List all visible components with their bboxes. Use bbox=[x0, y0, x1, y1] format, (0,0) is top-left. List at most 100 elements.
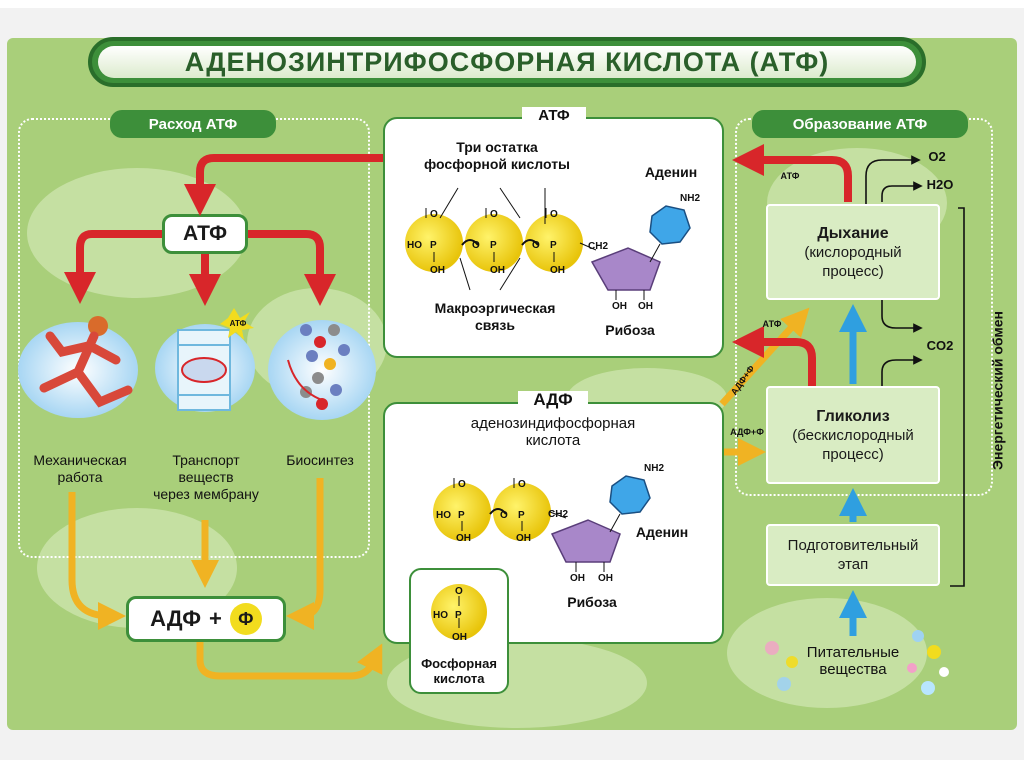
chem-oh: OH bbox=[452, 632, 467, 643]
transport-atp-tag: АТФ bbox=[230, 319, 247, 328]
arrow-atp-label-top: АТФ bbox=[780, 171, 800, 181]
chem-ch2: CH2 bbox=[548, 509, 569, 520]
nutrient-bubbles bbox=[765, 630, 949, 695]
preparatory-stage-box: Подготовительный этап bbox=[766, 524, 940, 586]
yellow-arrow-to-adp-panel bbox=[196, 642, 383, 680]
o2-arrow bbox=[865, 155, 921, 204]
mechanical-work-label: Механическая работа bbox=[20, 452, 140, 486]
red-arrow-mechanical bbox=[64, 230, 162, 304]
phosphoric-acid-molecule bbox=[431, 584, 487, 640]
nutrients-label: Питательные вещества bbox=[790, 644, 916, 678]
chem-p: P bbox=[455, 610, 462, 621]
co2-arrow-1 bbox=[881, 300, 923, 333]
h2o-arrow bbox=[881, 181, 923, 202]
energy-bracket bbox=[950, 207, 965, 587]
transport-label: Транспорт веществ через мембрану bbox=[140, 452, 272, 503]
nutrients-line: Питательные bbox=[806, 644, 900, 661]
chem-oh: OH bbox=[598, 573, 613, 584]
adp-subtitle-line: аденозиндифосфорная bbox=[470, 415, 636, 432]
atp-adenine-ring bbox=[649, 205, 691, 245]
h2o-label: H2O bbox=[926, 177, 954, 192]
co2-arrow-2 bbox=[881, 355, 923, 386]
chem-oh: OH bbox=[550, 265, 565, 276]
page-title: АДЕНОЗИНТРИФОСФОРНАЯ КИСЛОТА (АТФ) bbox=[98, 46, 916, 78]
phosphate-group-3 bbox=[525, 214, 583, 272]
chem-o: O bbox=[518, 479, 526, 490]
prep-line: Подготовительный bbox=[787, 537, 919, 554]
transport-line: веществ bbox=[178, 469, 234, 485]
chem-ch2: CH2 bbox=[588, 241, 609, 252]
chem-o: O bbox=[458, 479, 466, 490]
phosphate-circle: Ф bbox=[229, 603, 262, 635]
energy-exchange-label: Энергетический обмен bbox=[989, 311, 1006, 470]
chem-nh2: NH2 bbox=[680, 193, 701, 204]
co2-label: CO2 bbox=[926, 338, 954, 353]
title-banner: АДЕНОЗИНТРИФОСФОРНАЯ КИСЛОТА (АТФ) bbox=[88, 37, 926, 87]
chem-oh: OH bbox=[612, 301, 627, 312]
glycolysis-title: Гликолиз bbox=[816, 407, 890, 425]
atp-panel-title: АТФ bbox=[522, 107, 586, 124]
respiration-line: процесс) bbox=[822, 262, 884, 280]
atp-ribose-ring bbox=[590, 247, 661, 291]
arrow-adp-label: АДФ+Ф bbox=[730, 427, 764, 437]
respiration-title: Дыхание bbox=[817, 224, 889, 242]
chem-oh: OH bbox=[430, 265, 445, 276]
adp-plus-phosphate-box: АДФ + Ф bbox=[126, 596, 286, 642]
respiration-box: Дыхание (кислородный процесс) bbox=[766, 204, 940, 300]
phosphate-group-1 bbox=[405, 214, 463, 272]
arrow-atp-label-mid: АТФ bbox=[762, 319, 782, 329]
red-arrow-atp-in bbox=[184, 154, 383, 216]
runner-icon bbox=[18, 316, 138, 418]
dna-biosynthesis-icon bbox=[268, 320, 376, 420]
red-arrow-biosynthesis bbox=[248, 230, 336, 306]
chem-oh: OH bbox=[516, 533, 531, 544]
adp-subtitle-line: кислота bbox=[525, 432, 581, 449]
phosphoric-acid-line: кислота bbox=[433, 671, 485, 686]
phosphate-group-2 bbox=[465, 214, 523, 272]
adp-phosphate-group-1 bbox=[433, 483, 491, 541]
glycolysis-line: (бескислородный bbox=[792, 426, 914, 444]
chem-p: P bbox=[518, 510, 525, 521]
bond-caption-line: Макроэргическая bbox=[434, 300, 556, 316]
respiration-line: (кислородный bbox=[804, 243, 902, 261]
glycolysis-line: процесс) bbox=[822, 445, 884, 463]
chem-o: O bbox=[430, 209, 438, 220]
atp-adenine-label: Аденин bbox=[644, 164, 698, 180]
chem-ho: HO bbox=[433, 610, 448, 621]
chem-ho: HO bbox=[436, 510, 451, 521]
biosynthesis-label: Биосинтез bbox=[286, 452, 354, 468]
adp-adenine-label: Аденин bbox=[635, 524, 689, 540]
chem-o: O bbox=[550, 209, 558, 220]
phosphoric-acid-line: Фосфорная bbox=[421, 656, 497, 671]
adp-ribose-ring bbox=[550, 519, 621, 563]
yellow-arrow-biosynthesis bbox=[286, 478, 324, 630]
phosphate-caption: Три остатка фосфорной кислоты bbox=[412, 139, 582, 173]
chem-nh2: NH2 bbox=[644, 463, 665, 474]
camo-blob bbox=[727, 598, 927, 708]
chem-o: O bbox=[455, 586, 463, 597]
adp-subtitle: аденозиндифосфорная кислота bbox=[433, 415, 673, 449]
atp-molecule bbox=[405, 187, 691, 300]
adp-phosphate-group-2 bbox=[493, 483, 551, 541]
nutrients-line: вещества bbox=[819, 661, 887, 678]
phosphate-caption-line: фосфорной кислоты bbox=[423, 156, 570, 172]
bond-caption-line: связь bbox=[475, 317, 515, 333]
prep-line: этап bbox=[837, 556, 869, 573]
yellow-arrow-to-respiration bbox=[719, 307, 810, 407]
chem-p: P bbox=[490, 240, 497, 251]
transport-line: через мембрану bbox=[153, 486, 259, 502]
chem-o: O bbox=[532, 240, 540, 251]
transport-line: Транспорт bbox=[172, 452, 240, 468]
adp-molecule bbox=[433, 475, 651, 572]
mechanical-work-line: работа bbox=[57, 469, 103, 485]
glycolysis-box: Гликолиз (бескислородный процесс) bbox=[766, 386, 940, 484]
chem-p: P bbox=[458, 510, 465, 521]
yellow-arrow-mechanical bbox=[68, 492, 126, 630]
adp-panel-title: АДФ bbox=[518, 391, 588, 408]
atp-formation-tag: Образование АТФ bbox=[752, 110, 968, 138]
adp-adenine-ring bbox=[609, 475, 651, 515]
chem-oh: OH bbox=[490, 265, 505, 276]
chem-p: P bbox=[430, 240, 437, 251]
chem-o: O bbox=[500, 510, 508, 521]
